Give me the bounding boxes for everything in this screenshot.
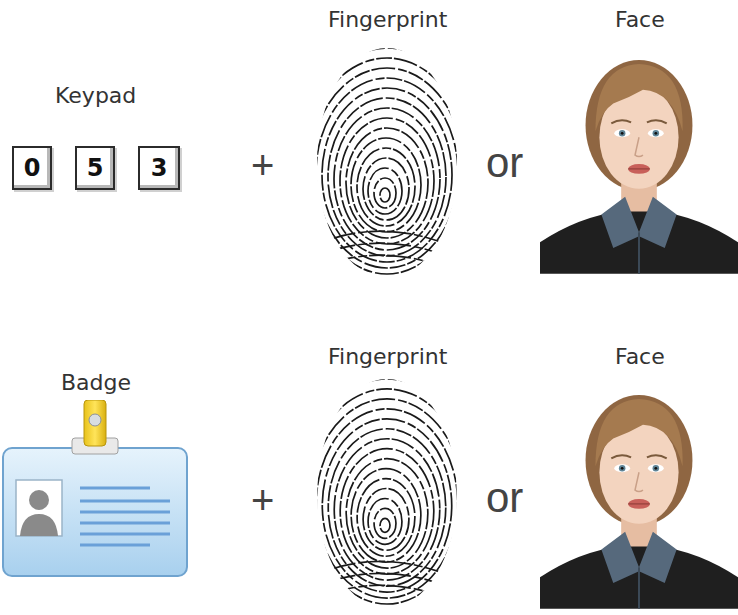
plus-operator: + [251, 478, 274, 522]
label-text: + [251, 478, 274, 522]
label-text: Fingerprint [328, 345, 447, 369]
image-label: Fingerprint [328, 345, 447, 369]
face-photo [540, 60, 738, 274]
image-label: Face [615, 345, 665, 369]
label-text: Face [615, 345, 665, 369]
or-operator: or [486, 140, 523, 186]
label-text: Keypad [55, 84, 136, 108]
badge-icon [3, 400, 187, 576]
label-text: Badge [61, 371, 131, 395]
label-text: or [486, 475, 523, 521]
image-label: Keypad [55, 84, 136, 108]
key-digit: 0 [24, 155, 41, 181]
face-photo [540, 395, 738, 609]
label-text: + [251, 143, 274, 187]
keypad-key: 0 [12, 146, 52, 190]
image-label: Fingerprint [328, 8, 447, 32]
image-label: Face [615, 8, 665, 32]
plus-operator: + [251, 143, 274, 187]
fingerprint-image [292, 38, 482, 292]
label-text: Face [615, 8, 665, 32]
label-text: or [486, 140, 523, 186]
key-digit: 5 [87, 155, 104, 181]
fingerprint-image [292, 369, 481, 615]
image-label: Badge [61, 371, 131, 395]
keypad-key: 3 [138, 146, 180, 190]
label-text: Fingerprint [328, 8, 447, 32]
key-digit: 3 [151, 155, 168, 181]
or-operator: or [486, 475, 523, 521]
keypad-key: 5 [75, 146, 115, 190]
